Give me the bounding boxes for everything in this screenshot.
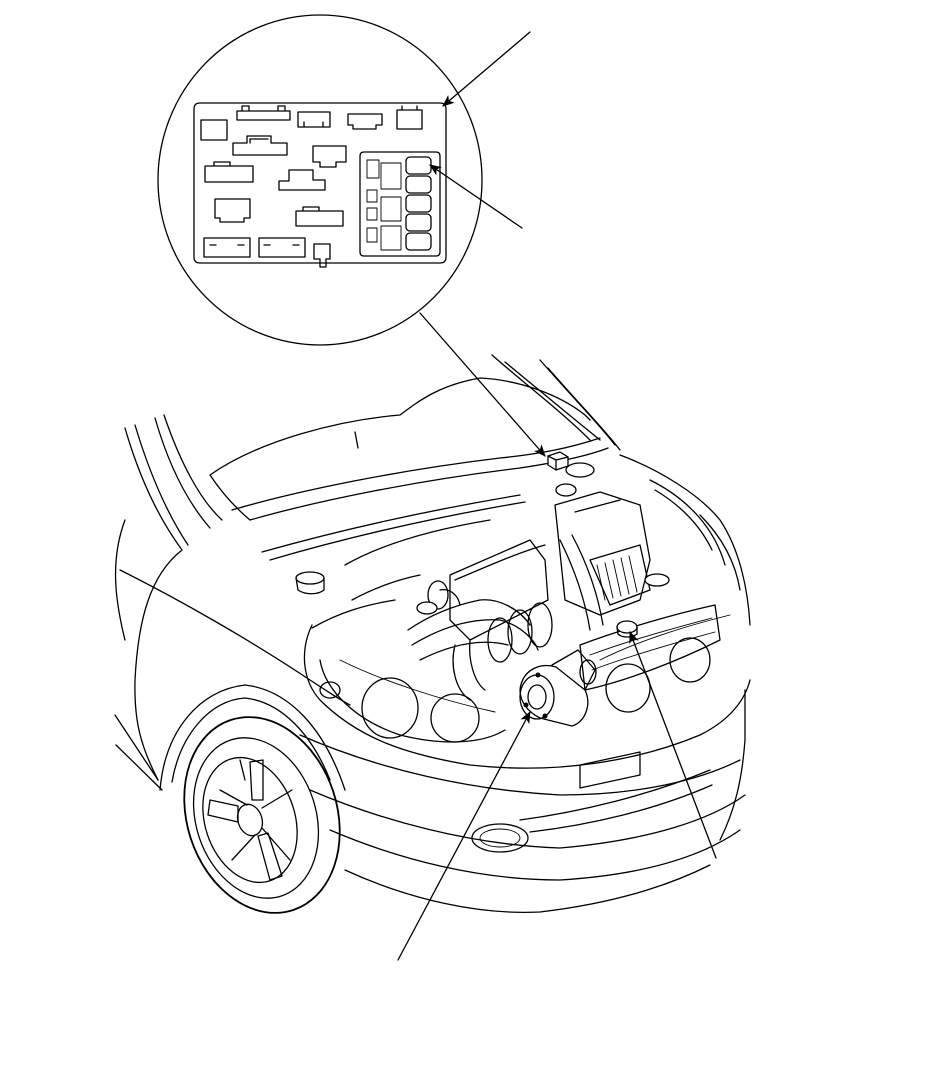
relay-block [359, 151, 441, 257]
magnified-inset [157, 14, 483, 346]
fuse-relay-box [193, 102, 447, 268]
inset-circle [157, 14, 483, 346]
engine-bay [295, 451, 670, 701]
car-body [114, 354, 751, 914]
leader-starter [397, 711, 531, 961]
callout-leaders [397, 31, 717, 961]
leader-relay [429, 164, 523, 229]
leader-inset-to-car [419, 312, 546, 457]
starter-motor [519, 649, 597, 727]
leader-fuse-box [442, 31, 531, 107]
front-wheel [183, 716, 341, 914]
leader-component [629, 631, 717, 859]
